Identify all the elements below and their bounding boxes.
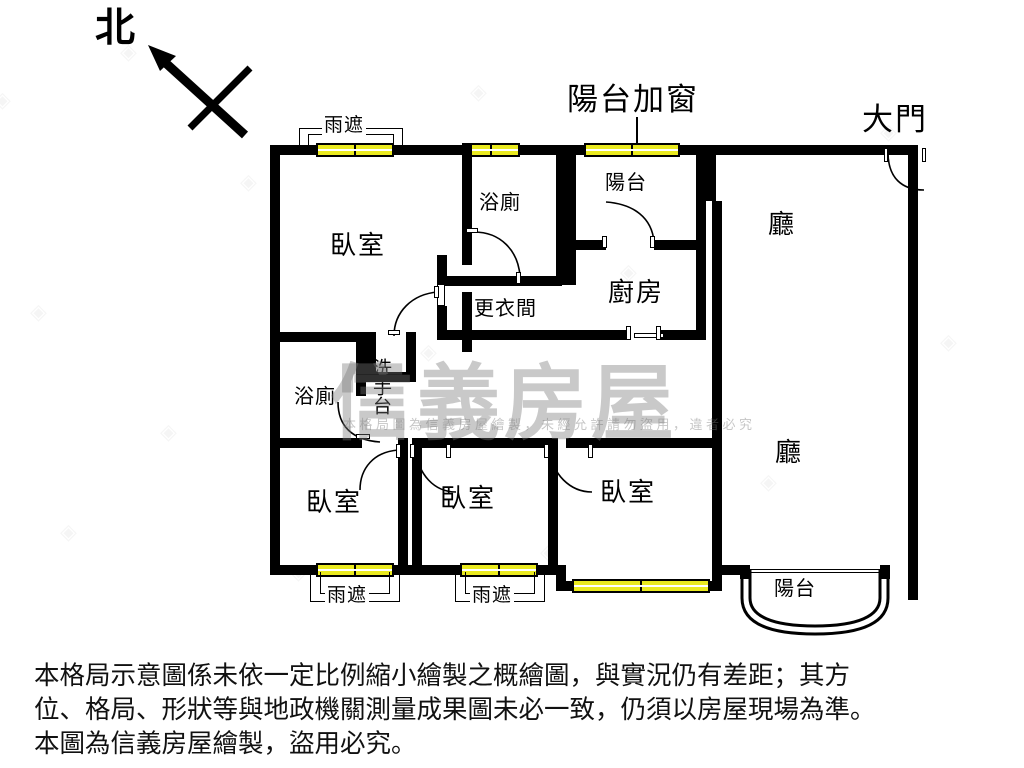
door-jamb-balcony-a xyxy=(602,236,607,248)
bedroom-b2-door-swing-icon xyxy=(415,449,457,493)
wall-bottom-living-stub xyxy=(722,565,740,575)
window-bedroom-b1 xyxy=(316,563,394,577)
room-bathroom-top: 浴廁 xyxy=(479,190,521,214)
wall-closet-top xyxy=(445,276,473,286)
door-jamb-bathleft xyxy=(356,434,370,439)
wall-washbasin-right xyxy=(406,332,416,382)
bathroom-top-door-swing-icon xyxy=(473,231,521,277)
room-bedroom-bottom-3: 臥室 xyxy=(600,478,657,508)
door-jamb-b3-b xyxy=(588,444,593,458)
rain-shield-label-bottom-left: 雨遮 xyxy=(325,584,370,606)
north-arrow-icon xyxy=(148,45,253,139)
room-living-bottom: 廳 xyxy=(775,438,804,468)
wall-balcony-bottom-b xyxy=(654,240,706,250)
window-bedroom-b3 xyxy=(572,579,710,593)
door-jamb-main-left xyxy=(884,148,888,162)
window-bedroom-b2 xyxy=(460,563,538,577)
wall-balcony-top-left xyxy=(566,145,576,285)
wall-kitchen-right xyxy=(696,201,706,337)
bathleft-door-swing-icon xyxy=(337,401,381,443)
wall-kitchen-right-upper xyxy=(696,145,706,201)
wall-bathleft-right xyxy=(356,332,366,396)
wall-left-outer xyxy=(270,145,280,575)
wall-bath-top-right xyxy=(556,145,566,285)
wall-bedroom-b2-top xyxy=(412,438,558,448)
balcony-top-door-swing-icon xyxy=(605,201,655,243)
door-jamb-balcony-b xyxy=(650,236,655,248)
window-balcony-top xyxy=(584,143,680,157)
main-door-swing-icon xyxy=(887,151,925,191)
door-jamb-closet-a xyxy=(388,330,400,335)
wall-bedroom-tl-right-lower xyxy=(462,292,472,352)
window-bedroom-top-left xyxy=(316,143,394,157)
wall-bedroom-b1-right xyxy=(398,438,408,570)
closet-door-swing-icon xyxy=(393,291,439,337)
wall-living-left-upper xyxy=(706,145,716,201)
wall-bedroom3-right-lower xyxy=(712,565,722,591)
compass-label: 北 xyxy=(95,4,135,51)
disclaimer-line-1: 本格局示意圖係未依一定比例縮小繪製之概繪圖，與實況仍有差距；其方 xyxy=(34,661,851,691)
room-living-top: 廳 xyxy=(768,210,797,240)
fixture-washbasin: 洗手台 xyxy=(370,358,392,415)
bedroom-b1-door-swing-icon xyxy=(359,449,399,491)
wall-bathleft-bottom xyxy=(270,438,362,448)
wall-top-living xyxy=(714,145,918,155)
door-jamb-closet-b xyxy=(434,286,439,298)
disclaimer-line-2: 位、格局、形狀等與地政機關測量成果圖未必一致，仍須以房屋現場為準。 xyxy=(34,694,876,725)
door-jamb-main-right xyxy=(922,148,926,162)
door-jamb-b3-a xyxy=(544,444,549,458)
wall-bedroom-b3-top xyxy=(566,438,722,448)
wall-top-b xyxy=(515,145,587,155)
rain-shield-label-top-left: 雨遮 xyxy=(322,114,367,136)
main-door-label: 大門 xyxy=(862,102,928,138)
room-bedroom-bottom-1: 臥室 xyxy=(306,488,363,518)
wall-washbasin-bottom xyxy=(366,372,414,382)
room-kitchen: 廚房 xyxy=(608,278,665,308)
wall-bedroom-b3-right xyxy=(712,438,722,574)
door-jamb-b2-b xyxy=(446,444,451,458)
bedroom-b3-door-swing-icon xyxy=(549,449,593,493)
balcony-window-leader xyxy=(636,117,638,149)
balcony-window-label: 陽台加窗 xyxy=(567,82,699,118)
wall-bottom-step-v xyxy=(556,565,566,589)
room-balcony-bottom: 陽台 xyxy=(774,576,816,600)
wall-balcony-bot-right-stub xyxy=(880,565,890,579)
room-bedroom-bottom-2: 臥室 xyxy=(440,484,497,514)
watermark-logo-icon: ⌐ xyxy=(332,317,413,429)
door-jamb-b2 xyxy=(410,444,415,458)
wall-bedroom-b2-right xyxy=(548,438,558,570)
wall-washbasin-left xyxy=(366,332,376,382)
door-jamb-bath-top-a xyxy=(466,228,478,233)
door-jamb-bath-top-b xyxy=(516,272,521,284)
door-jamb-kitchen-a xyxy=(626,326,631,340)
room-balcony-top: 陽台 xyxy=(605,170,647,194)
disclaimer: 本格局示意圖係未依一定比例縮小繪製之概繪圖，與實況仍有差距；其方 位、格局、形狀… xyxy=(34,660,994,762)
room-bathroom-left: 浴廁 xyxy=(294,384,336,408)
wall-kitchen-bottom-a xyxy=(470,330,628,340)
wall-living-divider-lower xyxy=(712,330,722,442)
room-closet: 更衣間 xyxy=(474,296,537,320)
wall-balcony-bottom-a xyxy=(566,240,606,250)
room-bedroom-top-left: 臥室 xyxy=(330,231,387,261)
wall-living-divider-upper xyxy=(712,201,722,337)
wall-closet-bottom xyxy=(445,330,477,340)
wall-bedroom-tl-right-upper xyxy=(462,145,472,265)
wall-bathleft-top xyxy=(270,332,366,342)
balcony-bottom-curve-icon xyxy=(740,570,890,636)
kitchen-opening xyxy=(634,333,664,338)
wall-closet-left-upper xyxy=(437,255,447,285)
wall-kitchen-bottom-b xyxy=(660,330,706,340)
wall-bedroom-b2-left xyxy=(412,438,422,570)
door-jamb-b1 xyxy=(396,444,401,458)
wall-balcony-bot-left-stub xyxy=(740,565,750,579)
door-jamb-kitchen-b xyxy=(656,326,661,340)
wall-closet-left xyxy=(437,306,447,340)
disclaimer-line-3: 本圖為信義房屋繪製，盜用必究。 xyxy=(34,728,417,759)
wall-right-outer xyxy=(908,145,918,600)
rain-shield-label-bottom-mid: 雨遮 xyxy=(470,584,515,606)
